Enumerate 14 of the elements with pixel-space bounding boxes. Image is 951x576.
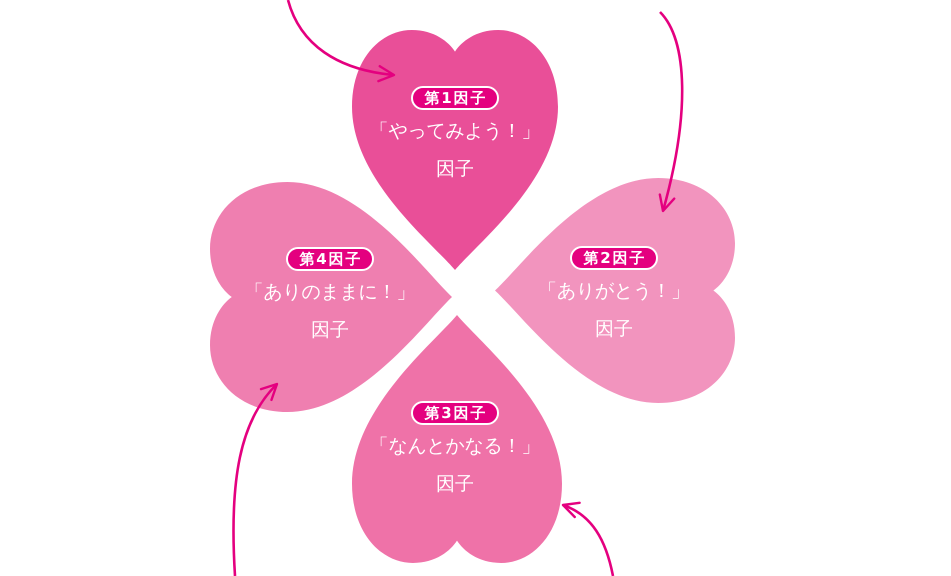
- arrow: [232, 382, 278, 576]
- arrow: [658, 11, 684, 212]
- factor-name: 「やってみよう！」因子: [368, 119, 542, 182]
- heart-leaf: [495, 178, 735, 403]
- factor-name: 「ありがとう！」因子: [537, 279, 691, 342]
- arrow: [286, 0, 396, 82]
- heart-leaf: [352, 315, 562, 563]
- factor-tag: 第4因子: [286, 247, 374, 271]
- factor-tag: 第1因子: [411, 86, 499, 110]
- factor-name: 「なんとかなる！」因子: [368, 434, 542, 497]
- factor-tag: 第2因子: [570, 246, 658, 270]
- factor-name: 「ありのままに！」因子: [244, 280, 416, 343]
- arrow: [562, 502, 614, 576]
- factor-tag: 第3因子: [411, 401, 499, 425]
